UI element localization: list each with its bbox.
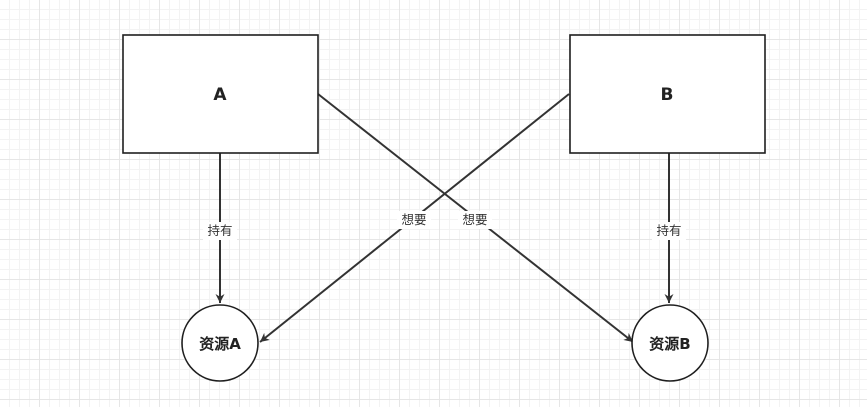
node-process-b[interactable]: B (569, 34, 766, 154)
node-resource-b-label: 资源B (649, 335, 690, 353)
node-resource-a[interactable]: 资源A (181, 304, 259, 382)
edge-label-a-wants: 想要 (458, 211, 492, 229)
edge-label-a-wants-text: 想要 (462, 212, 487, 227)
edge-label-a-holds: 持有 (203, 222, 237, 240)
node-process-a-label: A (213, 85, 227, 105)
edge-label-b-wants: 想要 (397, 211, 431, 229)
edge-label-b-holds: 持有 (652, 222, 686, 240)
node-resource-b[interactable]: 资源B (631, 304, 709, 382)
node-process-a[interactable]: A (122, 34, 319, 154)
node-resource-a-label: 资源A (199, 335, 241, 353)
edge-label-a-holds-text: 持有 (207, 223, 232, 238)
edge-label-b-wants-text: 想要 (401, 212, 426, 227)
node-process-b-label: B (661, 85, 674, 105)
edge-label-b-holds-text: 持有 (656, 223, 681, 238)
